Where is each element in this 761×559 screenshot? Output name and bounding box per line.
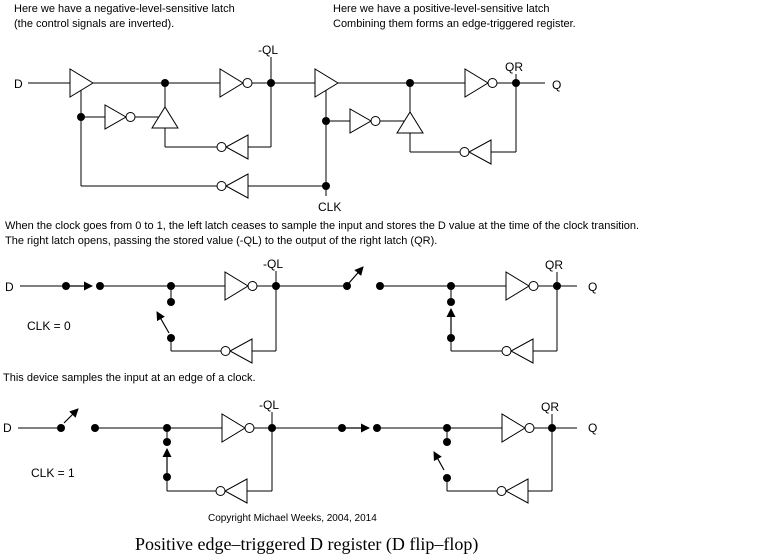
intro-left-paragraph: Here we have a negative-level-sensitive … xyxy=(14,2,235,32)
junction-dot xyxy=(548,424,556,432)
open-switch-blade xyxy=(63,408,79,424)
slave-output-inverter-gate xyxy=(505,271,539,301)
switch-contact-dot xyxy=(338,424,346,432)
feedback-inverter-gate xyxy=(220,338,253,364)
junction-dots xyxy=(57,424,556,482)
switch-contact-dot xyxy=(167,334,175,342)
junction-dot xyxy=(553,282,561,290)
clk1-state-circuit: D CLK = 1 -QL QR Q xyxy=(3,398,597,504)
d-input-label: D xyxy=(3,421,12,435)
clk0-label: CLK = 0 xyxy=(27,319,71,333)
junction-dot xyxy=(267,79,275,87)
switch-contact-dot xyxy=(443,474,451,482)
qr-label: QR xyxy=(505,60,523,74)
not-ql-label: -QL xyxy=(263,257,283,271)
feedback-inverter-gate xyxy=(459,139,492,165)
open-switch-blade xyxy=(156,311,170,334)
junction-dot xyxy=(163,424,171,432)
junction-dot xyxy=(272,282,280,290)
junction-dot xyxy=(268,424,276,432)
switch-contact-dot xyxy=(447,334,455,342)
master-output-inverter-gate xyxy=(224,271,258,301)
junction-dot xyxy=(322,117,330,125)
switch-contact-dot xyxy=(163,473,171,481)
intro-right-line2: Combining them forms an edge-triggered r… xyxy=(333,18,576,30)
clk0-state-circuit: D CLK = 0 -QL QR Q xyxy=(5,257,597,364)
switch-contact-dot xyxy=(163,438,171,446)
explanation-paragraph: When the clock goes from 0 to 1, the lef… xyxy=(5,219,639,249)
d-input-label: D xyxy=(5,280,14,294)
switch-contact-dot xyxy=(96,282,104,290)
junction-dot xyxy=(77,113,85,121)
wires xyxy=(20,271,577,352)
enable-triangle xyxy=(396,111,424,134)
open-switch-blade xyxy=(348,266,364,284)
sampling-note: This device samples the input at an edge… xyxy=(3,372,256,384)
q-output-label: Q xyxy=(552,78,561,92)
d-input-label: D xyxy=(14,77,23,91)
switch-contact-dot xyxy=(373,424,381,432)
switch-contact-dot xyxy=(57,424,65,432)
switch-contact-dot xyxy=(376,282,384,290)
qr-label: QR xyxy=(541,400,559,414)
switch-contact-dot xyxy=(447,298,455,306)
clk1-label: CLK = 1 xyxy=(31,466,75,480)
page-title: Positive edge–triggered D register (D fl… xyxy=(135,534,479,554)
switch-contact-dot xyxy=(167,298,175,306)
not-ql-label: -QL xyxy=(258,43,278,57)
open-switch-blade xyxy=(433,451,445,471)
clock-inverter-gate xyxy=(104,104,136,130)
intro-left-line1: Here we have a negative-level-sensitive … xyxy=(14,3,235,15)
master-output-inverter-gate xyxy=(221,413,255,443)
explanation-line2: The right latch opens, passing the store… xyxy=(5,235,438,247)
wires xyxy=(18,412,577,492)
wires xyxy=(28,57,545,196)
clock-feedback-inverter-gate xyxy=(216,173,249,199)
junction-dot xyxy=(512,79,520,87)
qr-label: QR xyxy=(545,258,563,272)
junction-dots xyxy=(77,79,520,190)
feedback-inverter-gate xyxy=(215,478,248,504)
junction-dot xyxy=(161,79,169,87)
explanation-line1: When the clock goes from 0 to 1, the lef… xyxy=(5,220,640,232)
q-output-label: Q xyxy=(588,421,597,435)
q-output-label: Q xyxy=(588,280,597,294)
slave-output-inverter-gate xyxy=(464,68,498,98)
clock-inverter-gate xyxy=(349,108,381,134)
slave-output-inverter-gate xyxy=(501,413,535,443)
intro-left-line2: (the control signals are inverted). xyxy=(14,18,175,30)
master-output-inverter-gate xyxy=(219,68,253,98)
intro-right-line1: Here we have a positive-level-sensitive … xyxy=(333,3,550,15)
junction-dot xyxy=(443,424,451,432)
not-ql-label: -QL xyxy=(259,398,279,412)
feedback-inverter-gate xyxy=(216,134,249,160)
junction-dot xyxy=(322,182,330,190)
junction-dot xyxy=(447,282,455,290)
switch-contact-dot xyxy=(443,438,451,446)
switch-contact-dot xyxy=(91,424,99,432)
copyright-line: Copyright Michael Weeks, 2004, 2014 xyxy=(208,513,377,524)
switch-contact-dot xyxy=(343,282,351,290)
junction-dot xyxy=(406,79,414,87)
feedback-inverter-gate xyxy=(496,478,529,504)
clk-label: CLK xyxy=(318,200,341,214)
junction-dot xyxy=(167,282,175,290)
junction-dots xyxy=(62,282,561,342)
switch-contact-dot xyxy=(62,282,70,290)
feedback-inverter-gate xyxy=(501,338,534,364)
intro-right-paragraph: Here we have a positive-level-sensitive … xyxy=(333,2,576,32)
gate-level-register-circuit: D -QL QR Q CLK xyxy=(14,43,561,214)
